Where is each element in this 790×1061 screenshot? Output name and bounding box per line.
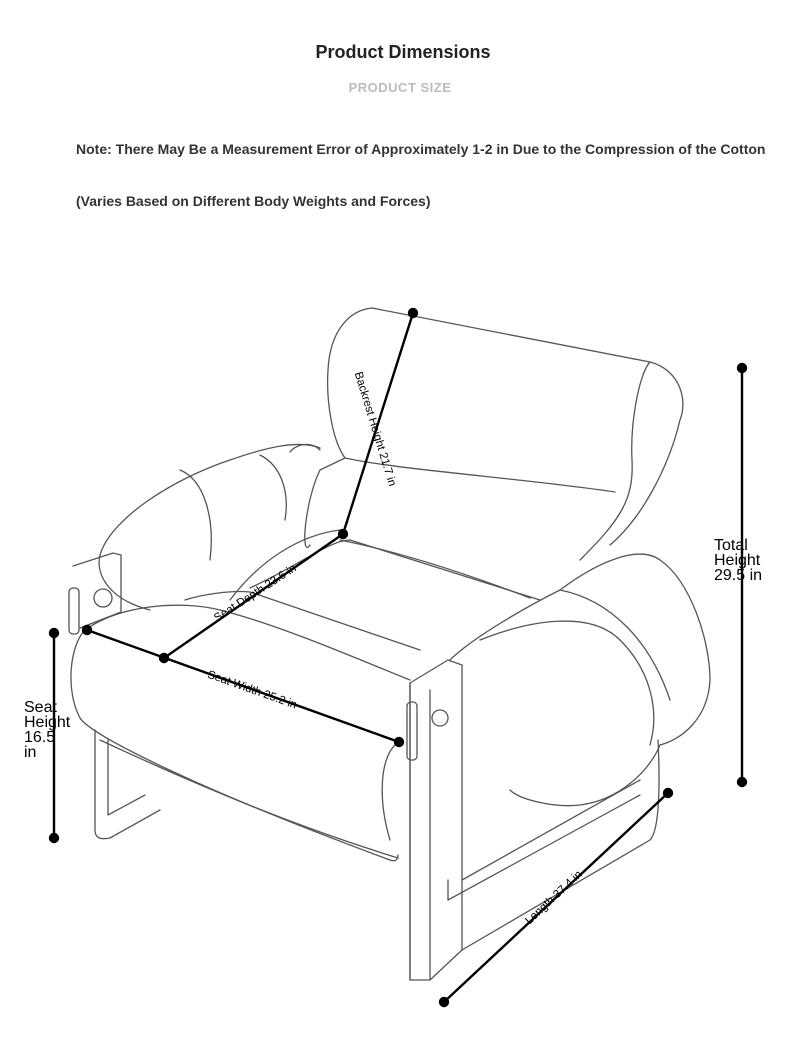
seat-width-right-point [393,736,405,748]
length-label: Length 37.4 in [523,869,585,927]
total-height-label: Total Height 29.5 in [714,537,763,584]
page-title: Product Dimensions [315,42,491,62]
seat-width-left-point [81,624,93,636]
backrest-height-label: Backrest Height 21.7 in [352,371,398,488]
measurement-note: Note: There May Be a Measurement Error o… [76,141,766,157]
dimension-lines [48,307,748,1008]
page-subtitle: PRODUCT SIZE [348,80,452,95]
backrest-top-point [407,307,419,319]
seat-height-label: Seat Height 16.5 in [24,699,71,761]
armchair-illustration [68,307,711,981]
seat-width-label: Seat Width 25.2 in [206,669,299,712]
measurement-note-detail: (Varies Based on Different Body Weights … [76,193,431,209]
